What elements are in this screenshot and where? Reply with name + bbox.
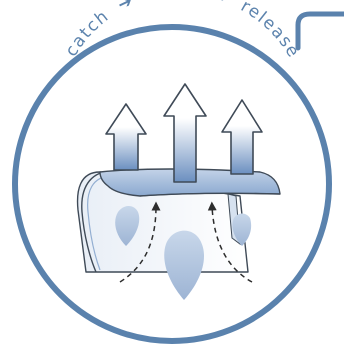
flow-arrow-left-icon [105,103,147,171]
droplet-right-icon [232,213,252,246]
flow-arrow-right-icon [221,99,263,175]
dashed-arrow-left-icon [119,201,161,283]
step-arrow-1-icon: ➔ [114,0,137,15]
droplet-center-icon [164,230,205,300]
dashed-arrow-right-icon [207,201,253,283]
flow-arrow-center-icon [163,83,207,183]
step-label-move: move [144,0,202,4]
droplet-left-icon [115,206,140,246]
step-arrow-2-icon: ➔ [212,0,233,8]
callout-bracket-icon [295,11,344,51]
